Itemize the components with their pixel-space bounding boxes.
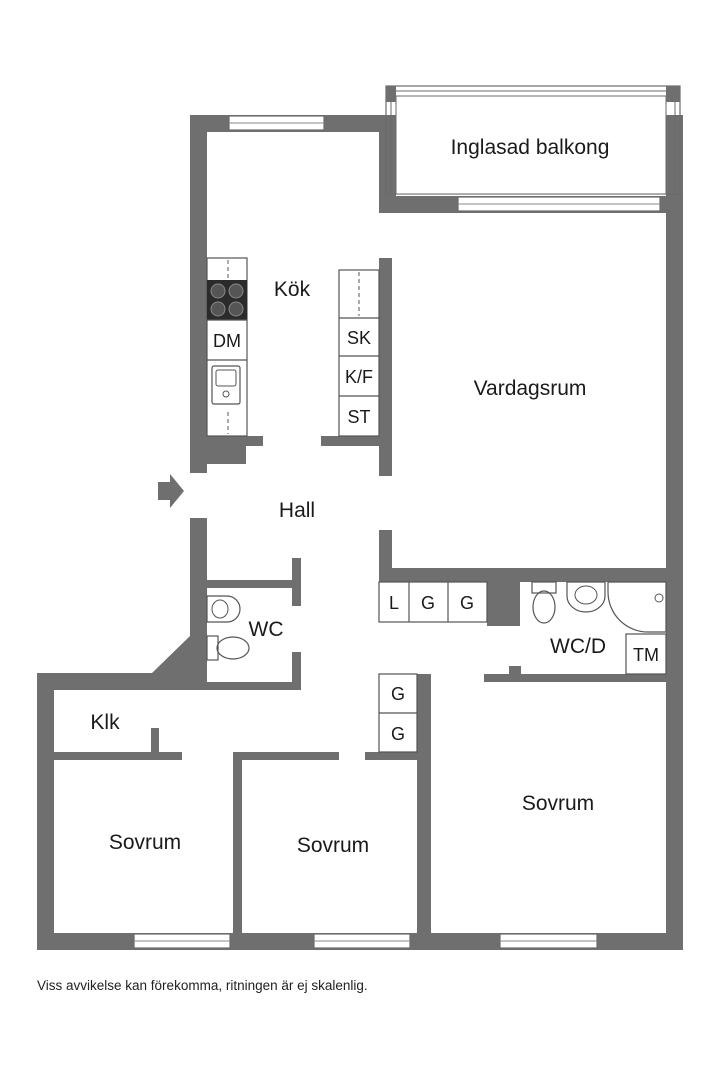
window-bedroom-left (133, 933, 231, 949)
window-bedroom-right (499, 933, 598, 949)
hall-storage (378, 581, 488, 623)
toilet-icon-wcd (531, 581, 557, 624)
room-kitchen-label: Kök (274, 278, 311, 301)
room-bedroom-left-label: Sovrum (109, 831, 181, 854)
stove-icon (207, 280, 247, 320)
wcd-fixtures (531, 581, 667, 675)
toilet-icon (206, 635, 250, 661)
entrance-arrow-icon (158, 474, 184, 508)
fixture-washing-machine-label: TM (633, 645, 659, 665)
fixture-labels: DM SK K/F ST L G G G G TM (213, 328, 659, 744)
disclaimer-note: Viss avvikelse kan förekomma, ritningen … (37, 978, 368, 993)
wardrobes-right (378, 673, 418, 753)
walls (37, 115, 683, 950)
fixture-wardrobe-2-label: G (460, 593, 474, 613)
fixture-broom-label: ST (347, 407, 370, 427)
room-living-label: Vardagsrum (474, 377, 587, 400)
room-balcony-label: Inglasad balkong (451, 136, 610, 159)
wc-fixtures (206, 595, 250, 661)
room-hall-label: Hall (279, 499, 315, 522)
window-bedroom-middle (313, 933, 411, 949)
room-wcd-label: WC/D (550, 635, 606, 658)
fixture-pantry-label: SK (347, 328, 371, 348)
window-living (457, 196, 661, 212)
sink-icon (211, 365, 241, 405)
fixture-fridge-label: K/F (345, 367, 373, 387)
fixture-linen-label: L (389, 593, 399, 613)
room-wc-label: WC (249, 618, 284, 641)
fixture-wardrobe-1-label: G (421, 593, 435, 613)
washbasin-icon (206, 595, 241, 623)
windows (133, 115, 661, 949)
fixture-wardrobe-3-label: G (391, 684, 405, 704)
kitchen-counter-left (206, 257, 248, 437)
glazed-balcony (385, 85, 681, 195)
room-closet-label: Klk (90, 711, 120, 734)
room-labels: Inglasad balkong Kök Vardagsrum Hall WC … (90, 136, 609, 857)
fixture-wardrobe-4-label: G (391, 724, 405, 744)
washbasin-icon-wcd (566, 581, 606, 613)
room-bedroom-middle-label: Sovrum (297, 834, 369, 857)
room-bedroom-right-label: Sovrum (522, 792, 594, 815)
kitchen-cabinets-right (338, 269, 380, 437)
washing-machine (625, 633, 667, 675)
fixture-dishwasher-label: DM (213, 331, 241, 351)
window-kitchen (228, 115, 325, 131)
shower-icon (607, 581, 667, 633)
